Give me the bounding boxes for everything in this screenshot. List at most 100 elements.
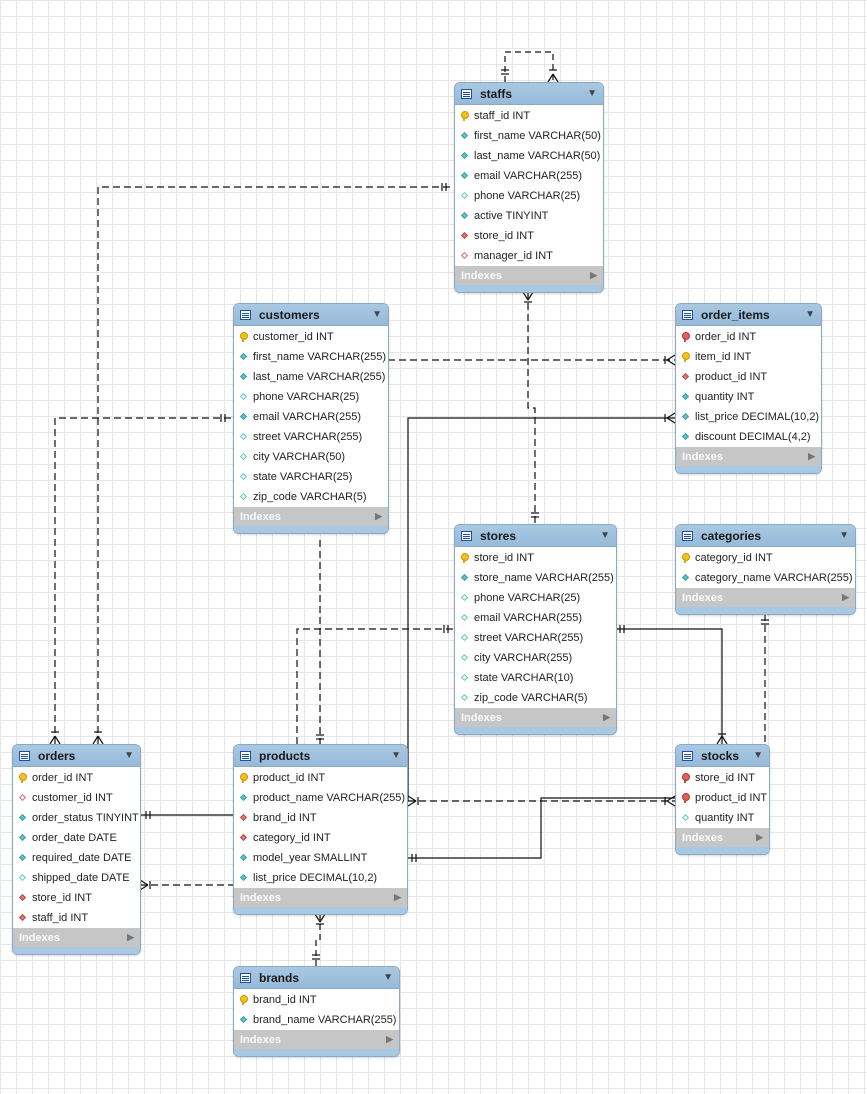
column-row[interactable]: email VARCHAR(255): [455, 608, 616, 628]
expand-arrow-icon[interactable]: ▶: [375, 511, 382, 521]
collapse-caret-icon[interactable]: ▼: [124, 750, 134, 761]
column-row[interactable]: store_id INT: [676, 768, 769, 788]
collapse-caret-icon[interactable]: ▼: [391, 750, 401, 761]
column-row[interactable]: model_year SMALLINT: [234, 848, 407, 868]
column-row[interactable]: email VARCHAR(255): [455, 166, 603, 186]
expand-arrow-icon[interactable]: ▶: [842, 592, 849, 602]
expand-arrow-icon[interactable]: ▶: [808, 451, 815, 461]
expand-arrow-icon[interactable]: ▶: [127, 932, 134, 942]
table-header[interactable]: brands ▼: [234, 967, 399, 989]
column-row[interactable]: order_date DATE: [13, 828, 140, 848]
expand-arrow-icon[interactable]: ▶: [603, 712, 610, 722]
column-row[interactable]: product_id INT: [676, 367, 821, 387]
collapse-caret-icon[interactable]: ▼: [839, 530, 849, 541]
column-row[interactable]: last_name VARCHAR(50): [455, 146, 603, 166]
column-row[interactable]: product_id INT: [676, 788, 769, 808]
table-name: brands: [259, 970, 300, 985]
column-row[interactable]: customer_id INT: [13, 788, 140, 808]
column-row[interactable]: city VARCHAR(255): [455, 648, 616, 668]
table-header[interactable]: orders▼: [13, 745, 140, 767]
column-row[interactable]: order_id INT: [13, 768, 140, 788]
indexes-section[interactable]: Indexes▶: [13, 928, 140, 947]
column-row[interactable]: shipped_date DATE: [13, 868, 140, 888]
collapse-caret-icon[interactable]: ▼: [600, 530, 610, 541]
column-row[interactable]: list_price DECIMAL(10,2): [234, 868, 407, 888]
column-row[interactable]: brand_name VARCHAR(255): [234, 1010, 399, 1030]
column-row[interactable]: category_id INT: [676, 548, 855, 568]
indexes-section[interactable]: Indexes▶: [234, 1030, 399, 1049]
column-row[interactable]: quantity INT: [676, 808, 769, 828]
expand-arrow-icon[interactable]: ▶: [386, 1034, 393, 1044]
column-row[interactable]: active TINYINT: [455, 206, 603, 226]
column-row[interactable]: street VARCHAR(255): [234, 427, 388, 447]
table-header[interactable]: order_items▼: [676, 304, 821, 326]
column-row[interactable]: first_name VARCHAR(255): [234, 347, 388, 367]
column-row[interactable]: store_id INT: [455, 226, 603, 246]
column-row[interactable]: email VARCHAR(255): [234, 407, 388, 427]
column-row[interactable]: store_id INT: [13, 888, 140, 908]
column-row[interactable]: store_name VARCHAR(255): [455, 568, 616, 588]
column-row[interactable]: last_name VARCHAR(255): [234, 367, 388, 387]
table-header[interactable]: categories▼: [676, 525, 855, 547]
column-row[interactable]: category_name VARCHAR(255): [676, 568, 855, 588]
column-row[interactable]: state VARCHAR(25): [234, 467, 388, 487]
expand-arrow-icon[interactable]: ▶: [394, 892, 401, 902]
table-stocks[interactable]: stocks▼store_id INT product_id INT quantit…: [675, 744, 770, 855]
expand-arrow-icon[interactable]: ▶: [590, 270, 597, 280]
column-row[interactable]: product_name VARCHAR(255): [234, 788, 407, 808]
column-row[interactable]: phone VARCHAR(25): [234, 387, 388, 407]
table-header[interactable]: staffs▼: [455, 83, 603, 105]
indexes-section[interactable]: Indexes▶: [234, 888, 407, 907]
column-label: product_id INT: [695, 792, 768, 804]
column-row[interactable]: required_date DATE: [13, 848, 140, 868]
column-row[interactable]: order_status TINYINT: [13, 808, 140, 828]
column-row[interactable]: item_id INT: [676, 347, 821, 367]
primary-key-icon: [239, 332, 249, 342]
column-row[interactable]: customer_id INT: [234, 327, 388, 347]
column-row[interactable]: city VARCHAR(50): [234, 447, 388, 467]
column-row[interactable]: discount DECIMAL(4,2): [676, 427, 821, 447]
indexes-section[interactable]: Indexes▶: [676, 588, 855, 607]
column-row[interactable]: order_id INT: [676, 327, 821, 347]
column-row[interactable]: street VARCHAR(255): [455, 628, 616, 648]
column-row[interactable]: staff_id INT: [455, 106, 603, 126]
indexes-section[interactable]: Indexes▶: [234, 507, 388, 526]
table-header[interactable]: customers▼: [234, 304, 388, 326]
column-row[interactable]: brand_id INT: [234, 808, 407, 828]
column-row[interactable]: staff_id INT: [13, 908, 140, 928]
column-row[interactable]: first_name VARCHAR(50): [455, 126, 603, 146]
column-row[interactable]: manager_id INT: [455, 246, 603, 266]
indexes-section[interactable]: Indexes▶: [676, 447, 821, 466]
column-row[interactable]: product_id INT: [234, 768, 407, 788]
table-header[interactable]: products▼: [234, 745, 407, 767]
table-header[interactable]: stocks▼: [676, 745, 769, 767]
column-row[interactable]: category_id INT: [234, 828, 407, 848]
column-row[interactable]: state VARCHAR(10): [455, 668, 616, 688]
column-row[interactable]: zip_code VARCHAR(5): [455, 688, 616, 708]
column-row[interactable]: phone VARCHAR(25): [455, 588, 616, 608]
indexes-section[interactable]: Indexes▶: [455, 708, 616, 727]
indexes-section[interactable]: Indexes▶: [676, 828, 769, 847]
collapse-caret-icon[interactable]: ▼: [587, 88, 597, 99]
column-row[interactable]: brand_id INT: [234, 990, 399, 1010]
indexes-section[interactable]: Indexes▶: [455, 266, 603, 285]
column-row[interactable]: list_price DECIMAL(10,2): [676, 407, 821, 427]
table-header[interactable]: stores▼: [455, 525, 616, 547]
collapse-caret-icon[interactable]: ▼: [753, 750, 763, 761]
column-row[interactable]: zip_code VARCHAR(5): [234, 487, 388, 507]
expand-arrow-icon[interactable]: ▶: [756, 832, 763, 842]
collapse-caret-icon[interactable]: ▼: [805, 309, 815, 320]
collapse-caret-icon[interactable]: ▼: [372, 309, 382, 320]
column-row[interactable]: quantity INT: [676, 387, 821, 407]
column-row[interactable]: store_id INT: [455, 548, 616, 568]
collapse-caret-icon[interactable]: ▼: [383, 972, 393, 983]
column-row[interactable]: phone VARCHAR(25): [455, 186, 603, 206]
